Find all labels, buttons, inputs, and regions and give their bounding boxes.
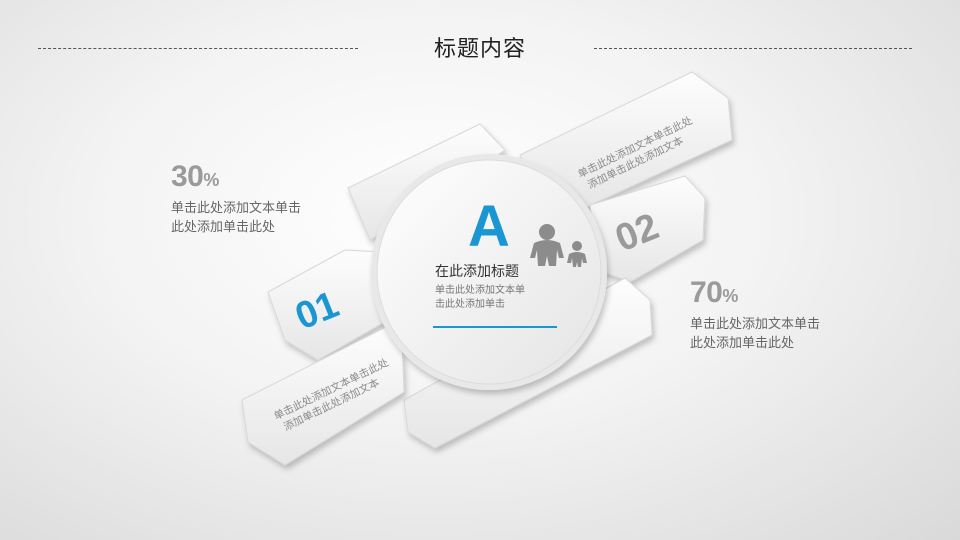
left-stat-description-line-2: 此处添加单击此处 bbox=[171, 220, 276, 235]
left-stat: 30% 单击此处添加文本单击 此处添加单击此处 bbox=[171, 160, 351, 237]
center-description-line-2: 击此处添加单击 bbox=[435, 299, 505, 310]
left-stat-unit: % bbox=[203, 170, 219, 190]
center-circle[interactable] bbox=[371, 154, 607, 390]
right-stat-description-line-1: 单击此处添加文本单击 bbox=[690, 317, 821, 332]
title-divider-left bbox=[38, 48, 358, 49]
slide-title[interactable]: 标题内容 bbox=[433, 37, 526, 62]
center-description-line-1: 单击此处添加文本单 bbox=[435, 285, 525, 296]
left-stat-description[interactable]: 单击此处添加文本单击 此处添加单击此处 bbox=[171, 199, 351, 237]
title-divider-right bbox=[594, 48, 912, 49]
right-stat-description-line-2: 此处添加单击此处 bbox=[690, 336, 795, 351]
right-stat: 70% 单击此处添加文本单击 此处添加单击此处 bbox=[690, 276, 870, 353]
center-letter: A bbox=[468, 194, 510, 259]
tab-02[interactable]: 02 bbox=[589, 175, 706, 283]
left-stat-description-line-1: 单击此处添加文本单击 bbox=[171, 201, 302, 216]
right-stat-description[interactable]: 单击此处添加文本单击 此处添加单击此处 bbox=[690, 315, 870, 353]
center-accent-rule bbox=[433, 326, 557, 328]
title-row: 标题内容 bbox=[0, 28, 960, 68]
tab-01[interactable]: 01 bbox=[267, 249, 389, 361]
center-title[interactable]: 在此添加标题 bbox=[435, 264, 519, 280]
parent-child-icon bbox=[530, 224, 587, 267]
center-text-block: 在此添加标题 单击此处添加文本单 击此处添加单击 bbox=[435, 262, 595, 312]
center-description[interactable]: 单击此处添加文本单 击此处添加单击 bbox=[435, 284, 595, 312]
left-stat-value[interactable]: 30% bbox=[171, 160, 219, 193]
right-stat-unit: % bbox=[722, 286, 738, 306]
right-stat-value[interactable]: 70% bbox=[690, 276, 738, 309]
